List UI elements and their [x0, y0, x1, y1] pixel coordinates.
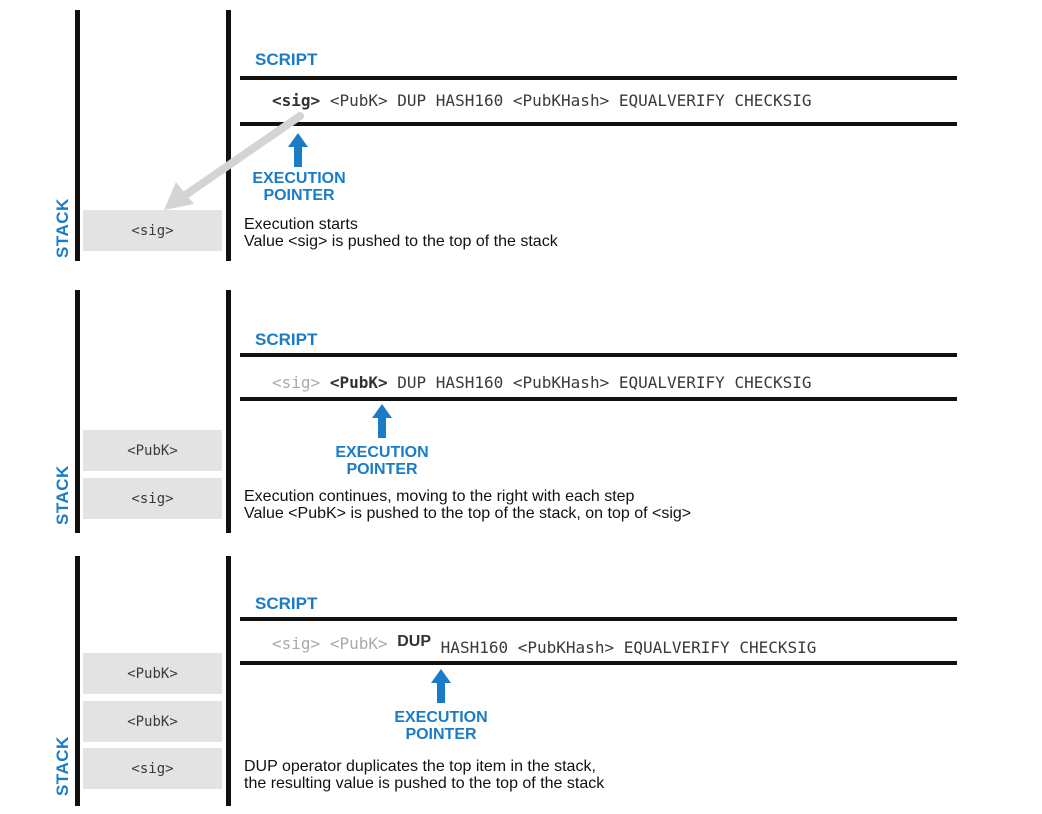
script-token-sig: <sig> [272, 91, 321, 110]
script-token-dup: DUP [397, 373, 427, 392]
script-title: SCRIPT [255, 330, 318, 349]
script-token-equalverify: EQUALVERIFY [618, 91, 725, 110]
script-title: SCRIPT [255, 594, 318, 613]
execution-pointer-label: EXECUTION POINTER [335, 444, 429, 478]
script-token-checksig: CHECKSIG [739, 638, 817, 657]
script-token-pubk: <PubK> [329, 373, 388, 392]
panel-step-3: STACK <PubK> <PubK> <sig> SCRIPT <sig> <… [0, 548, 1042, 814]
script-divider [226, 290, 231, 533]
script-top-line [240, 617, 957, 621]
stack-item: <PubK> [83, 653, 222, 694]
stack-label: STACK [53, 465, 72, 525]
script-token-dup: DUP [397, 91, 427, 110]
pointer-up-arrow-icon [372, 404, 392, 438]
execution-pointer-label: EXECUTION POINTER [394, 709, 488, 743]
script-token-pubkhash: <PubKHash> [512, 373, 610, 392]
script-bottom-line [240, 122, 957, 126]
script-token-checksig: CHECKSIG [734, 91, 812, 110]
step-description: Execution continues, moving to the right… [244, 488, 692, 522]
script-token-pubk: <PubK> [329, 634, 388, 653]
script-token-pubkhash: <PubKHash> [517, 638, 615, 657]
panel-step-2: STACK <PubK> <sig> SCRIPT <sig> <PubK> D… [0, 280, 1042, 540]
stack-item: <sig> [83, 748, 222, 789]
script-tokens: <sig> <PubK> DUP HASH160 <PubKHash> EQUA… [272, 91, 812, 110]
script-token-checksig: CHECKSIG [734, 373, 812, 392]
execution-pointer-label: EXECUTION POINTER [252, 170, 346, 204]
script-title: SCRIPT [255, 50, 318, 69]
script-bottom-line [240, 397, 957, 401]
script-token-hash160: HASH160 [440, 638, 509, 657]
pointer-up-arrow-icon [288, 133, 308, 167]
script-divider [226, 556, 231, 806]
script-token-pubkhash: <PubKHash> [512, 91, 610, 110]
script-tokens: <sig> <PubK> DUP HASH160 <PubKHash> EQUA… [272, 633, 817, 657]
push-to-stack-arrow-icon [164, 112, 304, 210]
step-description: DUP operator duplicates the top item in … [244, 758, 605, 792]
script-token-sig: <sig> [272, 634, 321, 653]
script-top-line [240, 353, 957, 357]
script-bottom-line [240, 661, 957, 665]
script-token-hash160: HASH160 [435, 91, 504, 110]
stack-item: <sig> [83, 210, 222, 251]
stack-left-border [75, 290, 80, 533]
stack-item: <PubK> [83, 701, 222, 742]
script-token-equalverify: EQUALVERIFY [623, 638, 730, 657]
script-token-equalverify: EQUALVERIFY [618, 373, 725, 392]
script-token-pubk: <PubK> [329, 91, 388, 110]
stack-label: STACK [53, 198, 72, 258]
script-tokens: <sig> <PubK> DUP HASH160 <PubKHash> EQUA… [272, 373, 812, 392]
stack-item: <sig> [83, 478, 222, 519]
script-divider [226, 10, 231, 261]
stack-left-border [75, 10, 80, 261]
stack-label: STACK [53, 736, 72, 796]
pointer-up-arrow-icon [431, 669, 451, 703]
script-token-hash160: HASH160 [435, 373, 504, 392]
script-token-sig: <sig> [272, 373, 321, 392]
script-top-line [240, 76, 957, 80]
stack-item: <PubK> [83, 430, 222, 471]
stack-left-border [75, 556, 80, 806]
panel-step-1: STACK <sig> SCRIPT <sig> <PubK> DUP HASH… [0, 0, 1042, 270]
script-token-dup: DUP [397, 633, 432, 650]
step-description: Execution starts Value <sig> is pushed t… [244, 216, 558, 250]
